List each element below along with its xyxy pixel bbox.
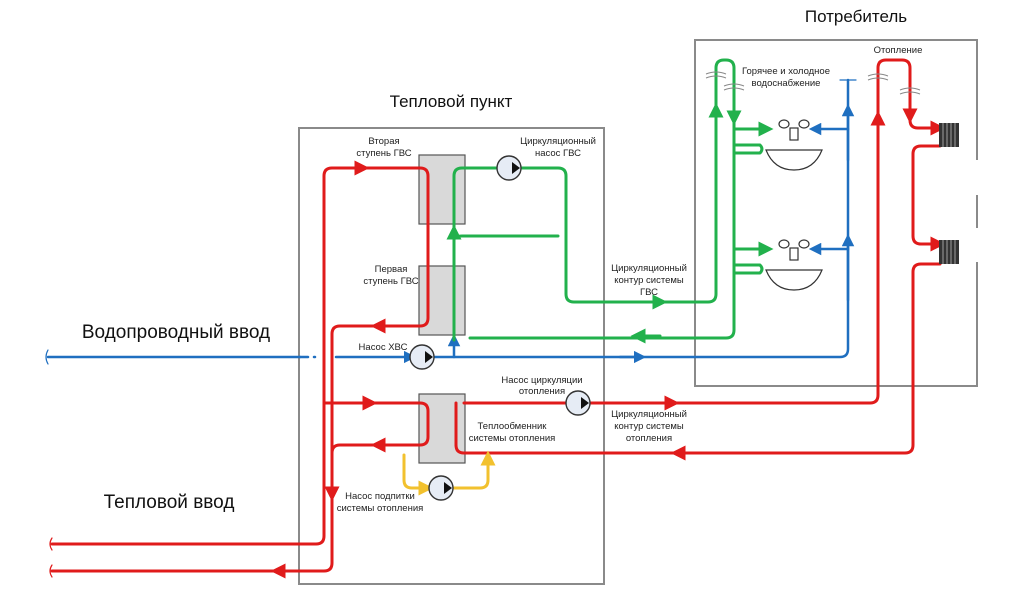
- cold-water-pump: [409, 344, 435, 370]
- heating-loop-label: контур системы: [614, 421, 684, 432]
- radiator-icon: [939, 240, 959, 264]
- dhw-pump-label: насос ГВС: [535, 148, 581, 159]
- dhw-lines: [446, 58, 774, 344]
- dhw-pump-label: Циркуляционный: [520, 136, 596, 147]
- heat-point-title: Тепловой пункт: [390, 92, 513, 111]
- heating-loop-label: отопления: [626, 433, 672, 444]
- sink-icon: [765, 239, 823, 291]
- heating-pump-label: отопления: [519, 386, 565, 397]
- first-stage-label: Первая: [375, 264, 408, 275]
- heating-loop-label: Циркуляционный: [611, 409, 687, 420]
- heating-circulation-pump: [565, 390, 591, 416]
- pipe-break-marks: [705, 71, 921, 95]
- first-stage-label: ступень ГВС: [363, 276, 418, 287]
- dhw-circulation-pump: [496, 155, 522, 181]
- makeup-pump: [428, 475, 454, 501]
- cold-water-line: [45, 78, 857, 365]
- second-stage-label: ступень ГВС: [356, 148, 411, 159]
- cold-pump-label: Насос ХВС: [359, 342, 408, 353]
- makeup-line: [402, 450, 496, 496]
- makeup-pump-label: Насос подпитки: [345, 491, 415, 502]
- radiator-icon: [939, 123, 959, 147]
- heating-circuit-lines: [454, 58, 946, 461]
- second-stage-label: Вторая: [368, 136, 399, 147]
- dhw-loop-label: контур системы: [614, 275, 684, 286]
- heating-exchanger-label: системы отопления: [469, 433, 556, 444]
- sink-icon: [765, 119, 823, 171]
- heating-label: Отопление: [874, 45, 923, 56]
- water-supply-label: Горячее и холодное: [742, 66, 830, 77]
- heat-network-lines: [49, 160, 430, 579]
- dhw-loop-label: Циркуляционный: [611, 263, 687, 274]
- heating-pump-label: Насос циркуляции: [501, 375, 582, 386]
- heating-exchanger-label: Теплообменник: [478, 421, 548, 432]
- dhw-loop-label: ГВС: [640, 287, 658, 298]
- consumer-frame: [694, 39, 978, 387]
- second-stage-dhw-exchanger: [418, 154, 466, 225]
- makeup-pump-label: системы отопления: [337, 503, 424, 514]
- water-supply-label: водоснабжение: [752, 78, 821, 89]
- consumer-title: Потребитель: [805, 7, 907, 26]
- heat-input-label: Тепловой ввод: [104, 492, 235, 513]
- water-input-label: Водопроводный ввод: [82, 322, 270, 343]
